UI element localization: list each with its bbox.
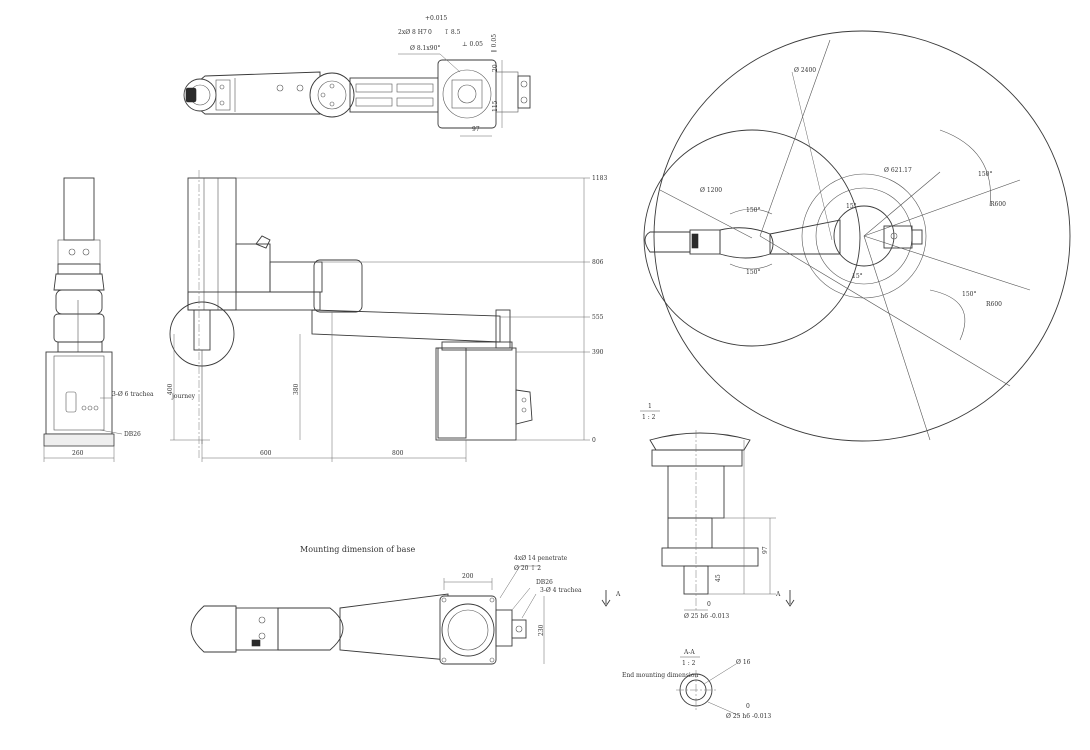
section-aa-caption: End mounting dimension (622, 672, 698, 679)
base-hole-note: 4xØ 14 penetrate (514, 555, 568, 562)
base-view: Mounting dimension of base 200 4xØ 14 pe… (190, 545, 582, 665)
top-hole-tol: 0 (428, 29, 432, 36)
ws-angle-f: 15° (846, 203, 857, 210)
side-height-1183: 1183 (592, 175, 607, 182)
ws-inner-diameter: Ø 1200 (700, 187, 722, 194)
ws-radius-b: R600 (986, 301, 1002, 308)
ws-outer-diameter: Ø 2400 (794, 67, 816, 74)
front-view: 3-Ø 6 trachea DB26 260 (43, 177, 154, 462)
side-height-806: 806 (592, 259, 604, 266)
shaft-section-mark-left: A (615, 591, 621, 598)
section-aa-inner: Ø 16 (736, 659, 751, 666)
section-aa-zero: 0 (746, 703, 750, 710)
side-dim-reach-2: 800 (392, 450, 404, 457)
top-view: +0.015 2xØ 8 H7 0 ↧ 8.5 Ø 8.1x90° ⊥ 0.05… (183, 15, 531, 137)
shaft-dim-fit: Ø 25 h6 -0.013 (684, 613, 729, 620)
front-trachea-note: 3-Ø 6 trachea (112, 391, 154, 398)
side-view: 1183 806 555 390 0 400 journey 380 600 8… (167, 170, 607, 462)
ws-hub-diameter: Ø 621.17 (884, 167, 912, 174)
side-dim-journey-value: 400 (167, 383, 174, 395)
side-dim-reach-1: 600 (260, 450, 272, 457)
side-height-0: 0 (592, 437, 596, 444)
front-width-dim: 260 (72, 450, 84, 457)
section-aa-outer: Ø 25 h6 -0.013 (726, 713, 771, 720)
top-dim-right-b: 115 (492, 100, 499, 112)
front-db-note: DB26 (124, 431, 141, 438)
side-dim-vertical: 380 (293, 383, 300, 395)
ws-angle-a: 150° (746, 207, 760, 214)
ws-angle-b: 150° (746, 269, 760, 276)
ws-angle-c: 150° (978, 171, 992, 178)
top-tolerance-label: +0.015 (425, 15, 447, 22)
workspace-view: Ø 2400 Ø 1200 Ø 621.17 150° 150° 150° 15… (643, 30, 1071, 442)
shaft-section-mark-right: A (775, 591, 781, 598)
ws-angle-d: 150° (962, 291, 976, 298)
shaft-dim-zero: 0 (707, 601, 711, 608)
ws-radius-a: R600 (990, 201, 1006, 208)
base-hole-note-2: Ø 20 ↧ 2 (514, 565, 541, 572)
base-title: Mounting dimension of base (300, 545, 416, 554)
shaft-dim-height: 97 (762, 546, 769, 554)
shaft-scale-num: 1 (648, 403, 652, 410)
base-dim-top: 200 (462, 573, 474, 580)
side-height-390: 390 (592, 349, 604, 356)
base-dim-side: 230 (538, 624, 545, 636)
side-height-555: 555 (592, 314, 604, 321)
base-trachea-note: 3-Ø 4 trachea (540, 587, 582, 594)
top-flat-callout-2: ∥ 0.05 (491, 34, 498, 52)
top-flat-callout: ⊥ 0.05 (462, 41, 483, 48)
top-chamfer-callout: Ø 8.1x90° (410, 45, 440, 52)
section-aa-scale: 1 : 2 (682, 660, 696, 667)
top-hole-callout: 2xØ 8 H7 (398, 29, 427, 36)
shaft-detail: 1 1 : 2 97 45 0 Ø 25 h6 -0.013 A A (601, 403, 795, 620)
base-db-note: DB26 (536, 579, 553, 586)
ws-angle-g: 15° (852, 273, 863, 280)
top-dim-bottom: 97 (472, 126, 480, 133)
shaft-dim-45: 45 (715, 574, 722, 582)
side-dim-journey-label: journey (171, 393, 196, 400)
section-aa-title: A-A (683, 649, 695, 656)
top-dim-right-a: 20 (492, 64, 499, 72)
top-depth-callout: ↧ 8.5 (444, 29, 461, 36)
section-aa: A-A 1 : 2 End mounting dimension Ø 16 0 … (622, 649, 771, 720)
shaft-scale-den: 1 : 2 (642, 414, 656, 421)
